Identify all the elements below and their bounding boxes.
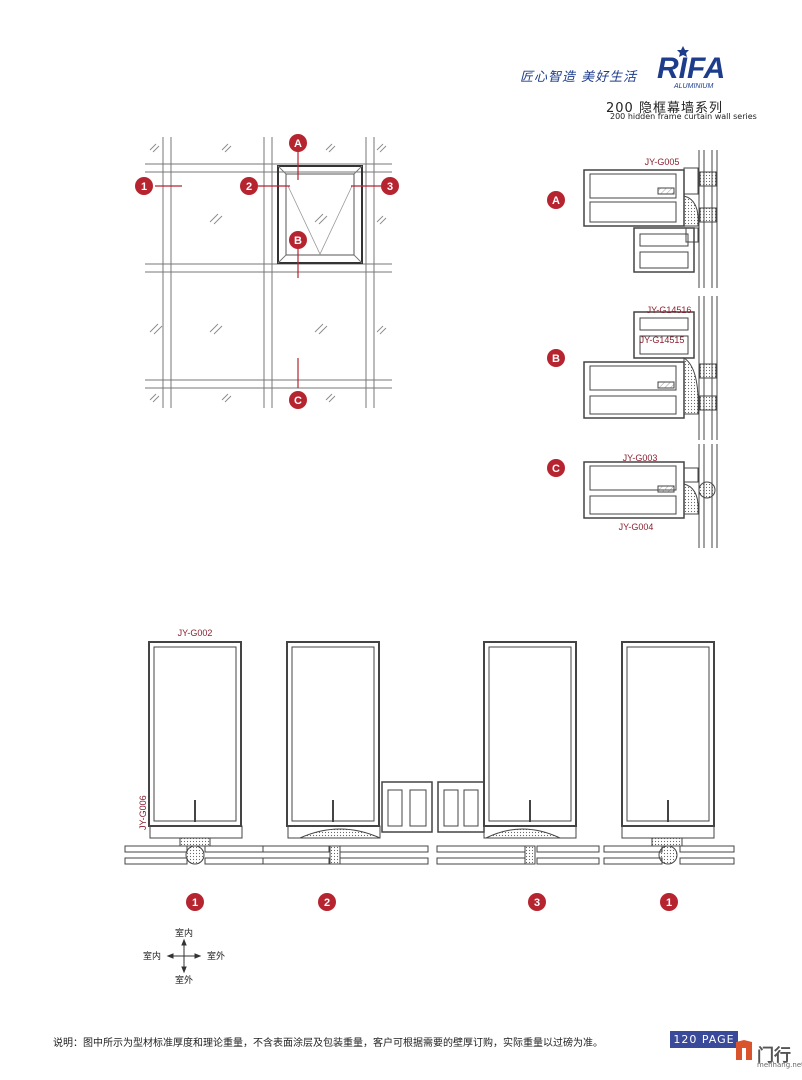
section-B-profile-bottom: JY-G14515 [640,335,685,345]
plan-marker-1b: 1 [660,893,678,911]
section-C-marker: C [547,459,565,477]
section-C-profile-bottom: JY-G004 [619,522,654,532]
svg-text:3: 3 [387,181,393,193]
section-A-profile: JY-G005 [645,157,680,167]
orientation-indicator [166,938,202,974]
orientation-top: 室内 [175,927,193,939]
svg-text:3: 3 [534,897,540,909]
series-subtitle: 200 hidden frame curtain wall series [610,112,757,121]
section-B-detail [583,296,718,440]
watermark-text: 门行 [757,1046,791,1066]
plan-marker-3: 3 [528,893,546,911]
elevation-grid [145,137,392,408]
logo-wordmark: RIFA [657,52,725,85]
svg-text:C: C [294,395,302,407]
svg-text:1: 1 [192,897,198,909]
watermark-url: menhang.net [757,1061,802,1069]
plan-marker-2: 2 [318,893,336,911]
section-A-marker: A [547,191,565,209]
elevation-marker-3: 3 [381,177,399,195]
section-A-detail [583,150,718,288]
page-number: 120 PAGE [670,1031,738,1048]
section-C-detail [583,444,718,548]
elevation-marker-C: C [289,391,307,409]
plan-profile-clip: JY-G006 [138,795,148,830]
svg-text:1: 1 [666,897,672,909]
logo-subtext: ALUMINIUM [673,83,713,90]
orientation-left: 室内 [143,950,161,962]
section-C-profile-top: JY-G003 [623,453,658,463]
plan-section [124,641,735,865]
svg-text:A: A [552,195,560,207]
rifa-logo: RIFA ALUMINIUM [657,46,725,90]
watermark-logo-icon [736,1040,752,1060]
logo-star-icon [677,46,689,57]
elevation-marker-2: 2 [240,177,258,195]
svg-text:C: C [552,463,560,475]
elevation-marker-B: B [289,231,307,249]
svg-text:B: B [552,353,560,365]
elevation-marker-A: A [289,134,307,152]
svg-text:B: B [294,235,302,247]
svg-text:1: 1 [141,181,147,193]
orientation-bottom: 室外 [175,974,193,986]
svg-text:2: 2 [246,181,252,193]
brand-slogan: 匠心智造 美好生活 [520,70,638,85]
series-title: 200 隐框幕墙系列 [606,101,723,116]
svg-text:2: 2 [324,897,330,909]
elevation-marker-1: 1 [135,177,153,195]
section-B-profile-top: JY-G14516 [647,305,692,315]
footer-note: 说明：图中所示为型材标准厚度和理论重量，不含表面涂层及包装重量，客户可根据需要的… [53,1038,603,1049]
section-B-marker: B [547,349,565,367]
plan-marker-1a: 1 [186,893,204,911]
svg-text:A: A [294,138,302,150]
plan-profile-mullion: JY-G002 [178,628,213,638]
orientation-right: 室外 [207,950,225,962]
